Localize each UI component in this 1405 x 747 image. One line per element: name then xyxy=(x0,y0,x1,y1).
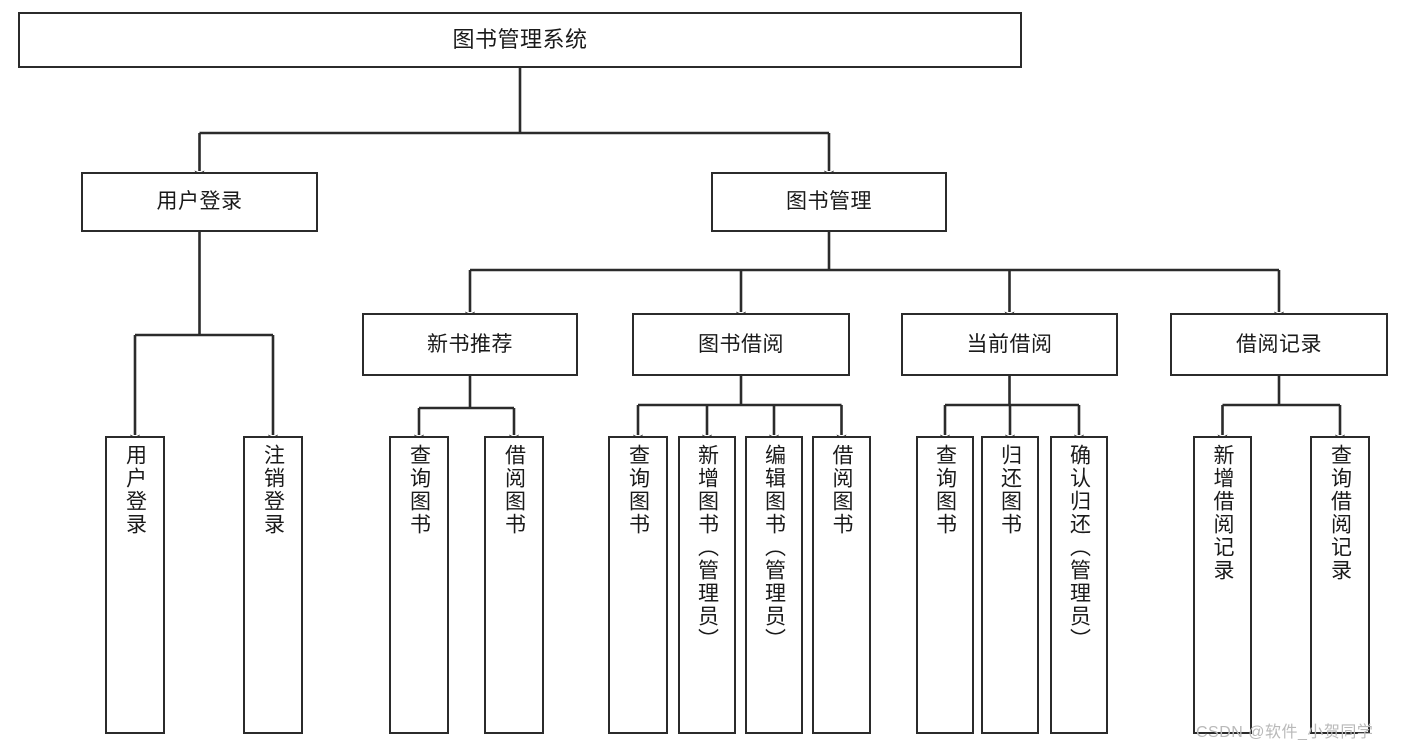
node-user-login[interactable]: 用户登录 xyxy=(81,172,318,232)
node-label: 用户登录 xyxy=(156,190,243,214)
node-label: 图书管理系统 xyxy=(452,26,588,52)
node-leaf-borrow-book-1[interactable]: 借阅图书 xyxy=(484,436,544,734)
node-label: 确认归还（管理员） xyxy=(1067,444,1091,651)
node-label: 借阅图书 xyxy=(502,444,526,536)
node-label: 借阅记录 xyxy=(1236,332,1322,356)
node-label: 归还图书 xyxy=(998,444,1022,536)
node-leaf-user-login[interactable]: 用户登录 xyxy=(105,436,165,734)
node-label: 查询图书 xyxy=(933,444,957,536)
node-leaf-return-book[interactable]: 归还图书 xyxy=(981,436,1039,734)
node-leaf-edit-book[interactable]: 编辑图书（管理员） xyxy=(745,436,803,734)
node-book-manage[interactable]: 图书管理 xyxy=(711,172,947,232)
node-leaf-query-book-3[interactable]: 查询图书 xyxy=(916,436,974,734)
connector-lines xyxy=(130,68,1345,445)
node-label: 当前借阅 xyxy=(966,332,1053,356)
node-leaf-query-record[interactable]: 查询借阅记录 xyxy=(1310,436,1370,734)
node-leaf-query-book-2[interactable]: 查询图书 xyxy=(608,436,668,734)
node-label: 用户登录 xyxy=(123,444,147,536)
node-label: 注销登录 xyxy=(261,444,285,536)
node-label: 图书管理 xyxy=(786,190,872,214)
node-book-borrow[interactable]: 图书借阅 xyxy=(632,313,850,376)
node-label: 编辑图书（管理员） xyxy=(762,444,786,651)
csdn-watermark: CSDN @软件_小贺同学 xyxy=(1196,724,1374,741)
node-label: 新增图书（管理员） xyxy=(695,444,719,651)
node-root[interactable]: 图书管理系统 xyxy=(18,12,1022,68)
node-leaf-borrow-book-2[interactable]: 借阅图书 xyxy=(812,436,871,734)
node-leaf-query-book-1[interactable]: 查询图书 xyxy=(389,436,449,734)
node-current-borrow[interactable]: 当前借阅 xyxy=(901,313,1118,376)
node-leaf-add-record[interactable]: 新增借阅记录 xyxy=(1193,436,1252,734)
node-label: 查询图书 xyxy=(407,444,431,536)
node-leaf-add-book[interactable]: 新增图书（管理员） xyxy=(678,436,736,734)
node-new-book-rec[interactable]: 新书推荐 xyxy=(362,313,578,376)
node-label: 查询图书 xyxy=(626,444,650,536)
node-label: 查询借阅记录 xyxy=(1328,444,1352,582)
node-label: 图书借阅 xyxy=(698,332,784,356)
node-leaf-confirm-return[interactable]: 确认归还（管理员） xyxy=(1050,436,1108,734)
node-label: 新增借阅记录 xyxy=(1211,444,1234,582)
node-label: 新书推荐 xyxy=(427,332,513,356)
node-label: 借阅图书 xyxy=(830,444,853,536)
node-leaf-logout[interactable]: 注销登录 xyxy=(243,436,303,734)
node-borrow-record[interactable]: 借阅记录 xyxy=(1170,313,1388,376)
